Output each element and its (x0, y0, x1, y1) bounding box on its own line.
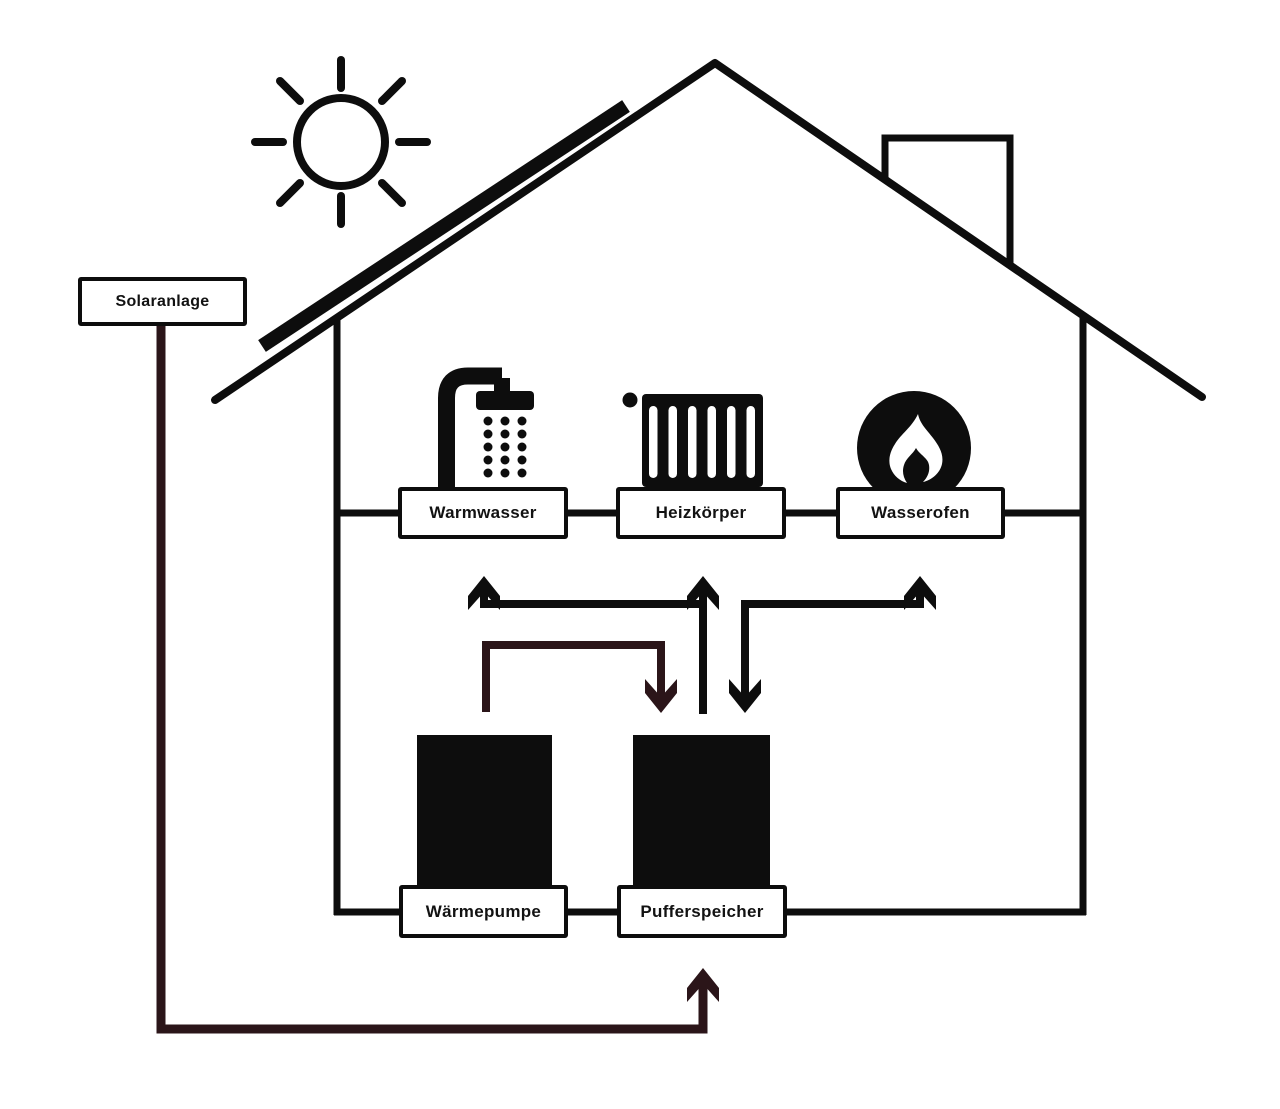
shower-icon (438, 367, 534, 489)
label-solaranlage: Solaranlage (78, 277, 247, 326)
buffer-tank-icon (633, 735, 770, 890)
solar-panel-icon (258, 100, 630, 352)
label-wasserofen: Wasserofen (836, 487, 1005, 539)
label-waermepumpe: Wärmepumpe (399, 885, 568, 938)
label-pufferspeicher: Pufferspeicher (617, 885, 787, 938)
wasserofen-buffer-arrows (741, 590, 924, 699)
chimney-icon (881, 134, 1014, 264)
heat-pump-tank-icon (417, 735, 552, 890)
sun-icon (251, 56, 431, 228)
solar-to-buffer-line (156, 326, 708, 1034)
label-warmwasser: Warmwasser (398, 487, 568, 539)
radiator-icon (622, 392, 763, 487)
buffer-to-consumers-arrows (480, 590, 707, 714)
flame-in-circle-icon (857, 391, 971, 505)
label-heizkoerper: Heizkörper (616, 487, 786, 539)
heatpump-to-buffer-arrow (482, 641, 665, 712)
